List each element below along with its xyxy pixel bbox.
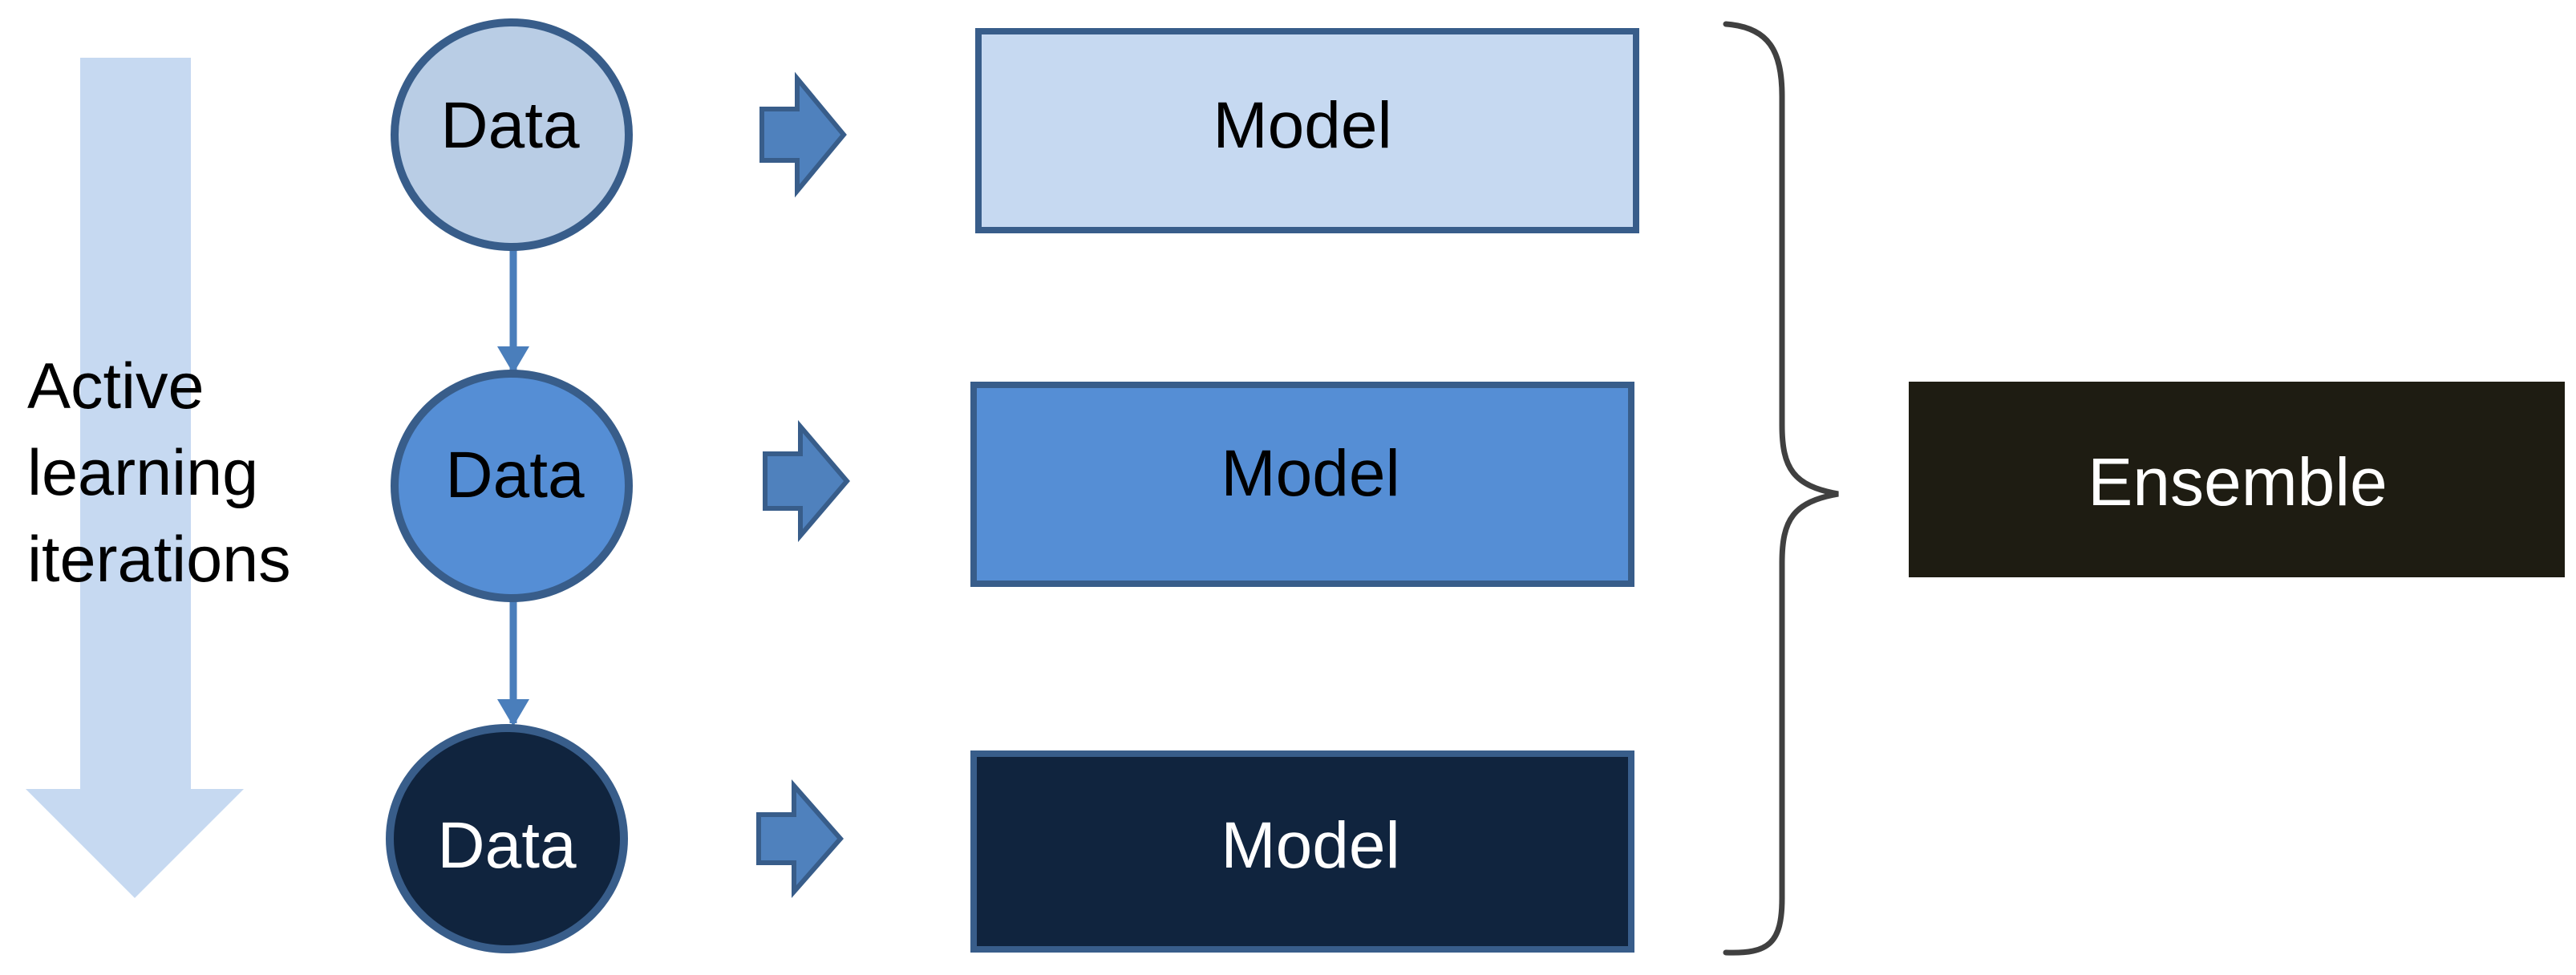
data-label-3: Data xyxy=(437,809,577,882)
stage-2: Data Model xyxy=(391,370,1634,602)
ensemble-box xyxy=(1909,382,2565,577)
model-box-1 xyxy=(975,28,1639,233)
stage-3: Data Model xyxy=(386,724,1634,953)
iterations-down-arrow-icon xyxy=(26,58,244,898)
right-arrow-icon-3 xyxy=(756,779,844,898)
right-curly-brace-icon xyxy=(1723,21,1839,956)
model-label-3: Model xyxy=(1221,809,1399,882)
data-label-1: Data xyxy=(440,89,580,162)
side-label-line-1: Active xyxy=(27,350,205,423)
ensemble: Ensemble xyxy=(1909,382,2565,577)
right-arrow-icon-2 xyxy=(763,419,850,543)
connector-arrowhead-2-3 xyxy=(497,699,529,726)
side-label-line-3: iterations xyxy=(27,524,291,596)
model-box-3 xyxy=(970,750,1634,953)
connector-arrowhead-1-2 xyxy=(497,346,529,374)
model-box-2 xyxy=(970,382,1634,587)
stage-1: Data Model xyxy=(391,18,1639,251)
ensemble-label: Ensemble xyxy=(2088,444,2388,520)
data-circle-2 xyxy=(391,370,633,602)
data-circle-1 xyxy=(391,18,633,251)
data-circle-3 xyxy=(386,724,628,953)
active-learning-iterations-label: Active learning iterations xyxy=(27,343,291,603)
right-arrow-icon-1 xyxy=(759,71,847,198)
model-label-1: Model xyxy=(1213,89,1391,162)
model-label-2: Model xyxy=(1221,437,1399,510)
side-label-line-2: learning xyxy=(27,437,259,509)
data-label-2: Data xyxy=(445,439,585,512)
